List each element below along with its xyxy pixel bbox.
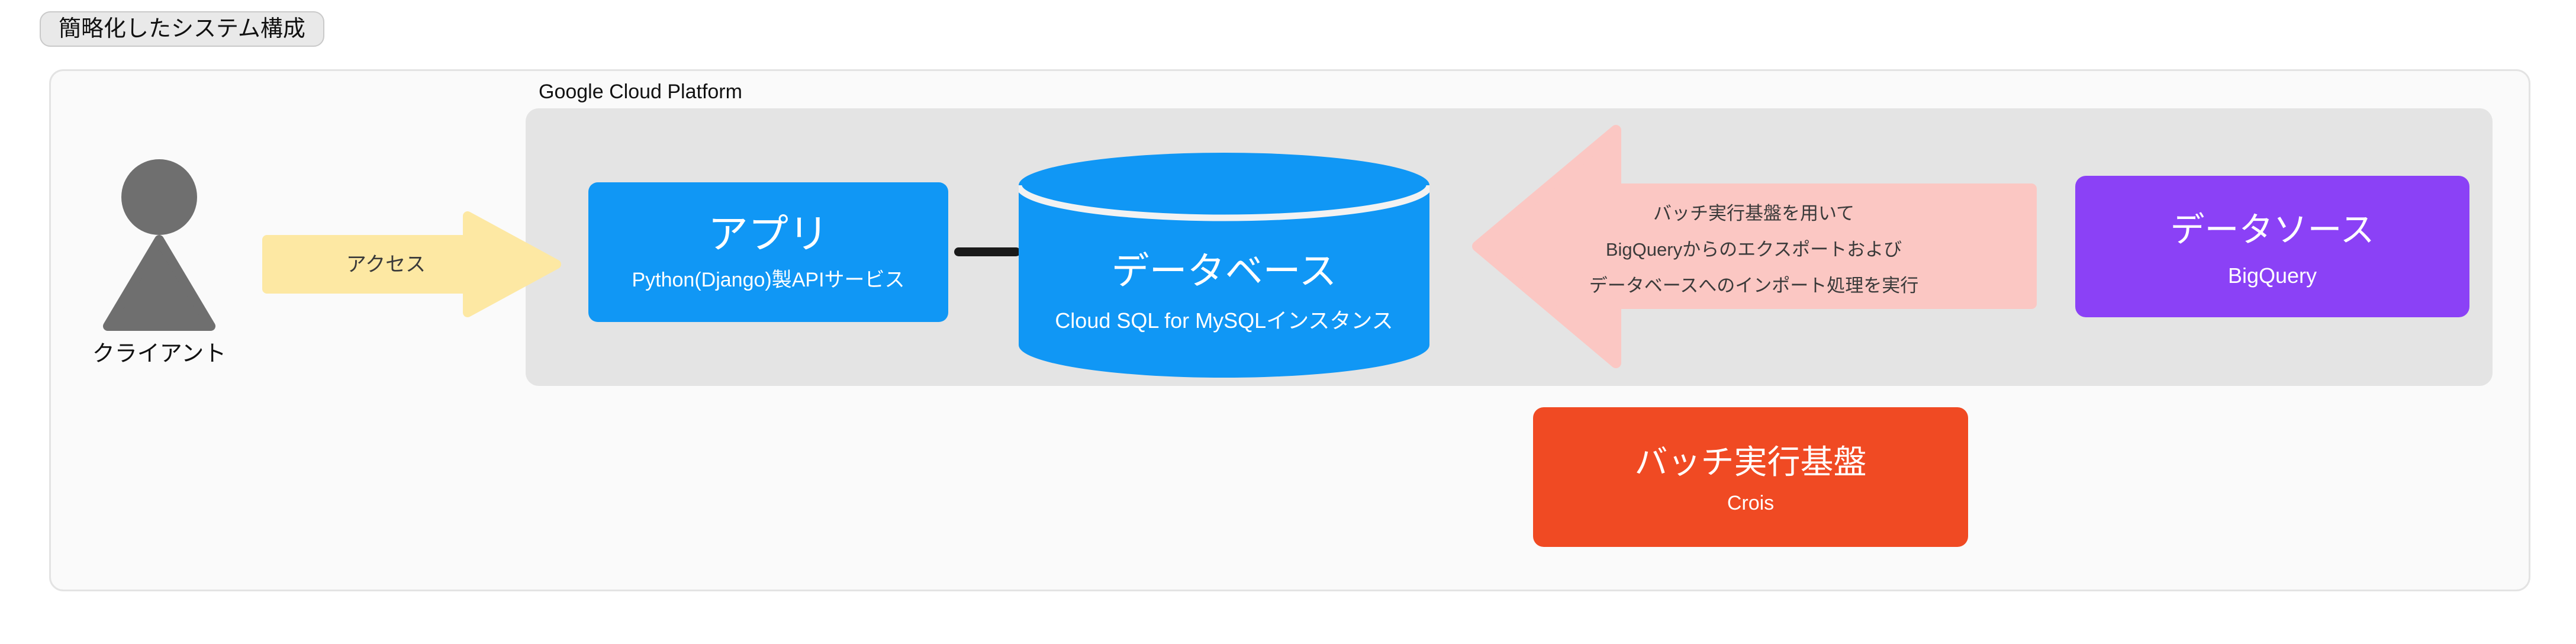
batch-flow-arrow-icon	[1472, 125, 2037, 368]
batch-flow-line-3: データベースへのインポート処理を実行	[1589, 275, 1919, 296]
diagram-title-badge: 簡略化したシステム構成	[40, 11, 324, 47]
client-person-body-icon	[103, 235, 215, 331]
app-subtitle: Python(Django)製APIサービス	[632, 269, 905, 291]
datasource-subtitle: BigQuery	[2227, 263, 2317, 288]
access-arrow-icon	[262, 211, 561, 317]
batch-flow-line-1: バッチ実行基盤を用いて	[1653, 203, 1855, 224]
access-arrow-label: アクセス	[346, 253, 426, 276]
client-person-icon	[121, 159, 197, 235]
client-label: クライアント	[92, 342, 227, 366]
batch-platform-subtitle: Crois	[1727, 492, 1775, 514]
app-title: アプリ	[707, 212, 829, 257]
batch-flow-arrow-label: バッチ実行基盤を用いて BigQueryからのエクスポートおよび データベースへ…	[1470, 195, 2037, 304]
datasource-node: データソース BigQuery	[2075, 176, 2469, 317]
database-cylinder-icon	[1019, 153, 1429, 378]
app-db-connector-line	[954, 247, 1020, 256]
batch-flow-line-2: BigQueryからのエクスポートおよび	[1605, 239, 1902, 260]
datasource-title: データソース	[2170, 210, 2375, 249]
app-node: アプリ Python(Django)製APIサービス	[588, 182, 948, 322]
batch-platform-title: バッチ実行基盤	[1634, 443, 1867, 481]
batch-platform-node: バッチ実行基盤 Crois	[1533, 407, 1968, 547]
database-subtitle: Cloud SQL for MySQLインスタンス	[1055, 308, 1393, 333]
database-title: データベース	[1111, 250, 1337, 292]
gcp-group-label: Google Cloud Platform	[539, 80, 742, 103]
